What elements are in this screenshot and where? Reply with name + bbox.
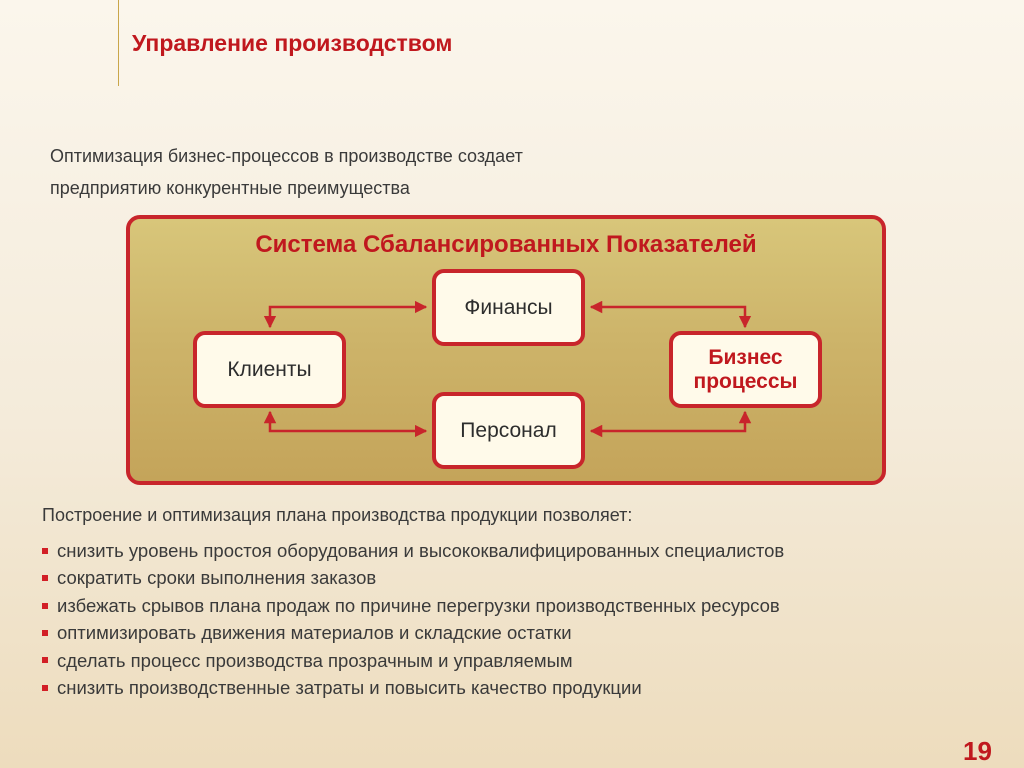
bullet-square-icon [42,657,48,664]
title-divider [118,0,119,86]
arrow-personnel-business [589,410,752,438]
node-personnel: Персонал [432,392,585,469]
plan-heading: Построение и оптимизация плана производс… [42,505,633,525]
list-item: сделать процесс производства прозрачным … [42,647,784,674]
bullet-square-icon [42,575,48,582]
bullet-square-icon [42,547,48,554]
node-clients: Клиенты [193,331,346,408]
list-item: оптимизировать движения материалов и скл… [42,619,784,646]
arrow-clients-personnel [263,410,428,438]
list-item: сократить сроки выполнения заказов [42,564,784,591]
benefits-list: снизить уровень простоя оборудования и в… [42,537,784,701]
diagram-connectors [263,300,752,438]
list-item: избежать срывов плана продаж по причине … [42,592,784,619]
node-business-line: процессы [693,369,798,393]
list-item: снизить производственные затраты и повыс… [42,674,784,701]
node-business-line: Бизнес [708,345,783,369]
node-finance: Финансы [432,269,585,346]
node-business-processes: Бизнес процессы [669,331,822,408]
intro-text: Оптимизация бизнес-процессов в производс… [50,140,750,204]
page-title: Управление производством [132,30,453,56]
list-item: снизить уровень простоя оборудования и в… [42,537,784,564]
diagram-title: Система Сбалансированных Показателей [255,231,757,258]
balanced-scorecard-diagram: Система Сбалансированных Показателей Фин… [126,215,886,485]
arrow-clients-finance [263,300,428,329]
bullet-square-icon [42,684,48,691]
intro-line: Оптимизация бизнес-процессов в производс… [50,146,523,166]
bullet-square-icon [42,602,48,609]
page-number: 19 [963,736,992,766]
intro-line: предприятию конкурентные преимущества [50,178,410,198]
bullet-square-icon [42,629,48,636]
arrow-finance-business [589,300,752,329]
